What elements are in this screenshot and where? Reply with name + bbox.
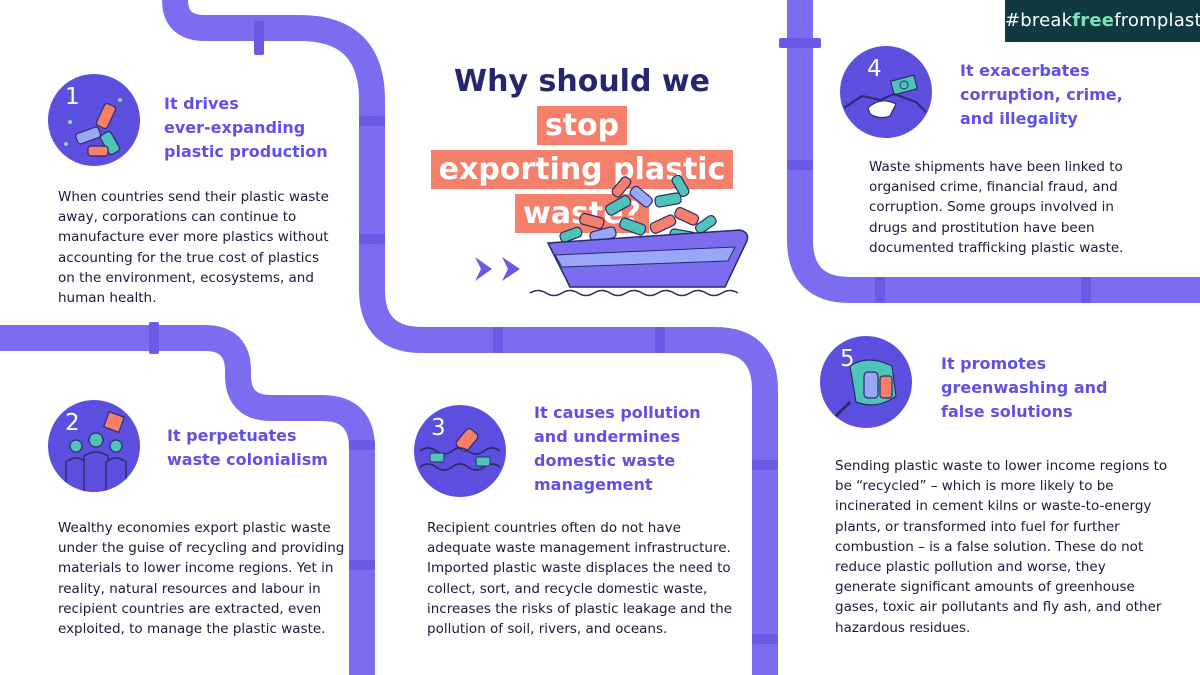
section-4-body-line: drugs and prostitution have been xyxy=(869,219,1095,236)
section-2-body-line: reality, natural resources and labour in xyxy=(58,580,321,597)
section-3-body-line: Recipient countries often do not have xyxy=(427,520,681,536)
section-5-body-line: gases, toxic air pollutants and fly ash,… xyxy=(835,599,1162,616)
section-5-body-line: combustion – is a false solution. These … xyxy=(835,538,1144,555)
section-3-icon-circle: 3 xyxy=(414,405,506,497)
section-3-body-line: adequate waste management infrastructure… xyxy=(427,540,731,557)
section-1-body-line: manufacture ever more plastics without xyxy=(58,229,329,246)
section-1-body-line: human health. xyxy=(58,290,157,307)
section-1-body-line: When countries send their plastic waste xyxy=(58,189,329,205)
section-2-heading-line: waste colonialism xyxy=(167,450,328,469)
section-1-heading-line: It drives xyxy=(164,94,239,113)
polluted-water-icon xyxy=(419,428,501,471)
section-4-heading-line: and illegality xyxy=(960,109,1078,128)
section-1-body-line: on the environment, ecosystems, and xyxy=(58,269,314,286)
section-5-heading-line: It promotes xyxy=(941,354,1047,373)
section-3-heading: It causes pollution and undermines domes… xyxy=(534,401,701,497)
section-4-body-line: Waste shipments have been linked to xyxy=(869,159,1123,175)
section-2-body-line: recipient countries are extracted, even xyxy=(58,600,322,617)
section-3-body-line: pollution of soil, rivers, and oceans. xyxy=(427,621,668,638)
section-5-body-line: Sending plastic waste to lower income re… xyxy=(835,458,1168,474)
section-5-body-line: generate significant amounts of greenhou… xyxy=(835,579,1135,596)
section-5-body-line: hazardous residues. xyxy=(835,619,971,636)
section-5-body-line: incinerated in cement kilns or waste-to-… xyxy=(835,498,1152,515)
hashtag-text-suffix: fromplastic xyxy=(1114,10,1200,31)
section-3-body-line: collect, sort, and recycle domestic wast… xyxy=(427,580,708,597)
section-4-heading-line: It exacerbates xyxy=(960,61,1090,80)
title-line-1b: stop xyxy=(536,106,628,145)
section-3-body-line: increases the risks of plastic leakage a… xyxy=(427,600,733,617)
section-5-body-line: plants, or transformed into fuel for fur… xyxy=(835,518,1120,535)
section-1-body-line: accounting for the true cost of plastics xyxy=(58,249,319,266)
section-1-body: When countries send their plastic waste … xyxy=(58,187,329,308)
section-2-body-line: Wealthy economies export plastic waste xyxy=(58,520,331,536)
hashtag-text-highlight: free xyxy=(1072,10,1115,31)
section-3-number: 3 xyxy=(431,415,446,441)
section-4-body-line: documented trafficking plastic waste. xyxy=(869,239,1124,256)
section-1-icon-circle: 1 xyxy=(48,74,140,166)
section-5-icon-circle: 5 xyxy=(820,336,912,428)
section-3-heading-line: domestic waste xyxy=(534,451,676,470)
section-4-heading-line: corruption, crime, xyxy=(960,85,1123,104)
section-3-heading-line: It causes pollution xyxy=(534,403,701,422)
people-icon xyxy=(65,410,127,492)
section-4-icon-circle: 4 xyxy=(840,46,932,138)
section-2-heading-line: It perpetuates xyxy=(167,426,297,445)
section-1-heading: It drives ever-expanding plastic product… xyxy=(164,92,328,164)
handshake-money-icon xyxy=(843,74,927,119)
section-1-number: 1 xyxy=(65,84,80,110)
cargo-ship-illustration xyxy=(475,175,749,297)
section-3-heading-line: management xyxy=(534,475,653,494)
double-arrow-icon xyxy=(475,257,520,281)
section-4-number: 4 xyxy=(867,56,882,82)
section-5-body-line: reduce plastic pollution and worse, they xyxy=(835,559,1106,576)
section-1-heading-line: plastic production xyxy=(164,142,328,161)
section-2-number: 2 xyxy=(65,410,80,436)
section-5-heading-line: false solutions xyxy=(941,402,1073,421)
section-5-body-line: be “recycled” – which is more likely to … xyxy=(835,478,1114,495)
section-2-body-line: exploited, to manage the plastic waste. xyxy=(58,621,326,638)
section-2-heading: It perpetuates waste colonialism xyxy=(167,424,328,472)
spray-bottle-icon xyxy=(824,359,897,428)
section-3-body: Recipient countries often do not have ad… xyxy=(427,518,732,639)
section-1-heading-line: ever-expanding xyxy=(164,118,306,137)
hashtag-text-prefix: #break xyxy=(1005,10,1073,31)
section-2-body-line: materials to lower income regions. Yet i… xyxy=(58,560,334,577)
section-4-body: Waste shipments have been linked to orga… xyxy=(869,157,1123,258)
section-5-body: Sending plastic waste to lower income re… xyxy=(835,456,1167,638)
section-4-body-line: corruption. Some groups involved in xyxy=(869,199,1114,216)
section-2-icon-circle: 2 xyxy=(48,400,140,492)
section-3-body-line: Imported plastic waste displaces the nee… xyxy=(427,560,731,577)
section-2-body-line: under the guise of recycling and providi… xyxy=(58,540,345,557)
hashtag-badge: #breakfreefromplastic xyxy=(1005,0,1200,42)
section-4-body-line: organised crime, financial fraud, and xyxy=(869,179,1118,196)
section-5-heading-line: greenwashing and xyxy=(941,378,1108,397)
section-5-heading: It promotes greenwashing and false solut… xyxy=(941,352,1107,424)
plastic-bottles-icon xyxy=(64,98,122,157)
section-3-heading-line: and undermines xyxy=(534,427,681,446)
section-2-body: Wealthy economies export plastic waste u… xyxy=(58,518,344,639)
title-line-1a: Why should we xyxy=(454,64,710,99)
section-1-body-line: away, corporations can continue to xyxy=(58,209,297,226)
section-4-heading: It exacerbates corruption, crime, and il… xyxy=(960,59,1123,131)
